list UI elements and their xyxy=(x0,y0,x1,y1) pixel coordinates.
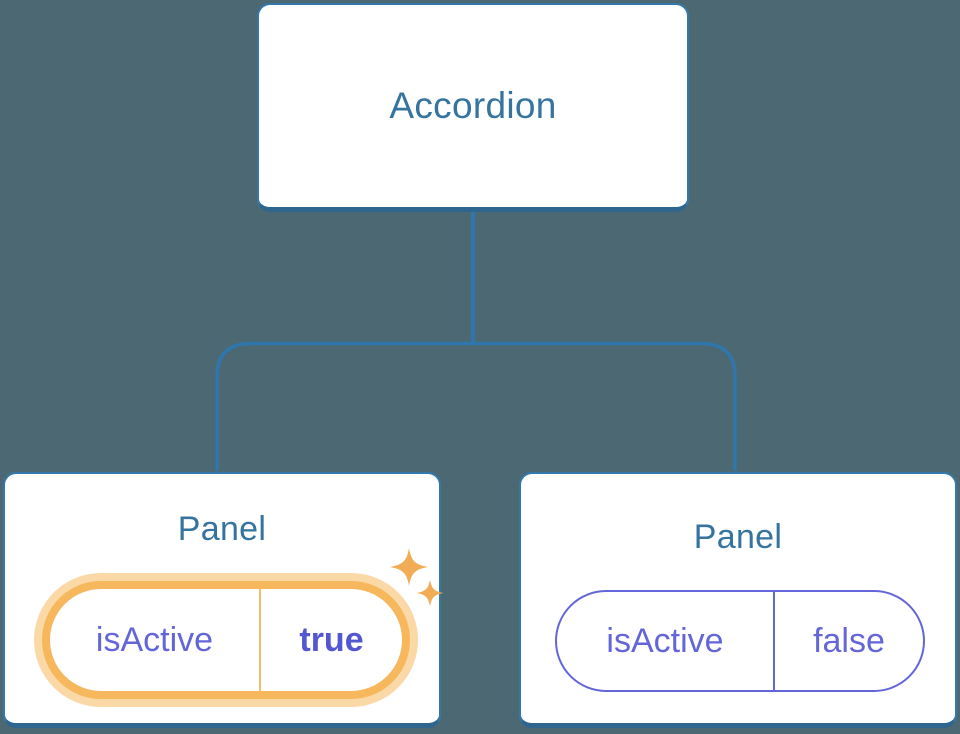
accordion-node: Accordion xyxy=(257,3,689,212)
prop-pill-active: isActive true xyxy=(42,581,410,699)
prop-name: isActive xyxy=(95,620,214,659)
pill-divider xyxy=(259,589,261,691)
panel-node-active: Panel isActive true xyxy=(3,472,443,728)
prop-value: false xyxy=(813,621,885,660)
panel-node-inactive: Panel isActive false xyxy=(519,472,957,728)
panel-node-label: Panel xyxy=(177,510,267,548)
accordion-node-label: Accordion xyxy=(389,85,557,126)
pill-divider xyxy=(773,592,775,690)
prop-name: isActive xyxy=(606,621,724,660)
prop-pill-inactive: isActive false xyxy=(555,590,925,692)
prop-value: true xyxy=(299,620,364,659)
panel-node-label: Panel xyxy=(693,518,783,556)
